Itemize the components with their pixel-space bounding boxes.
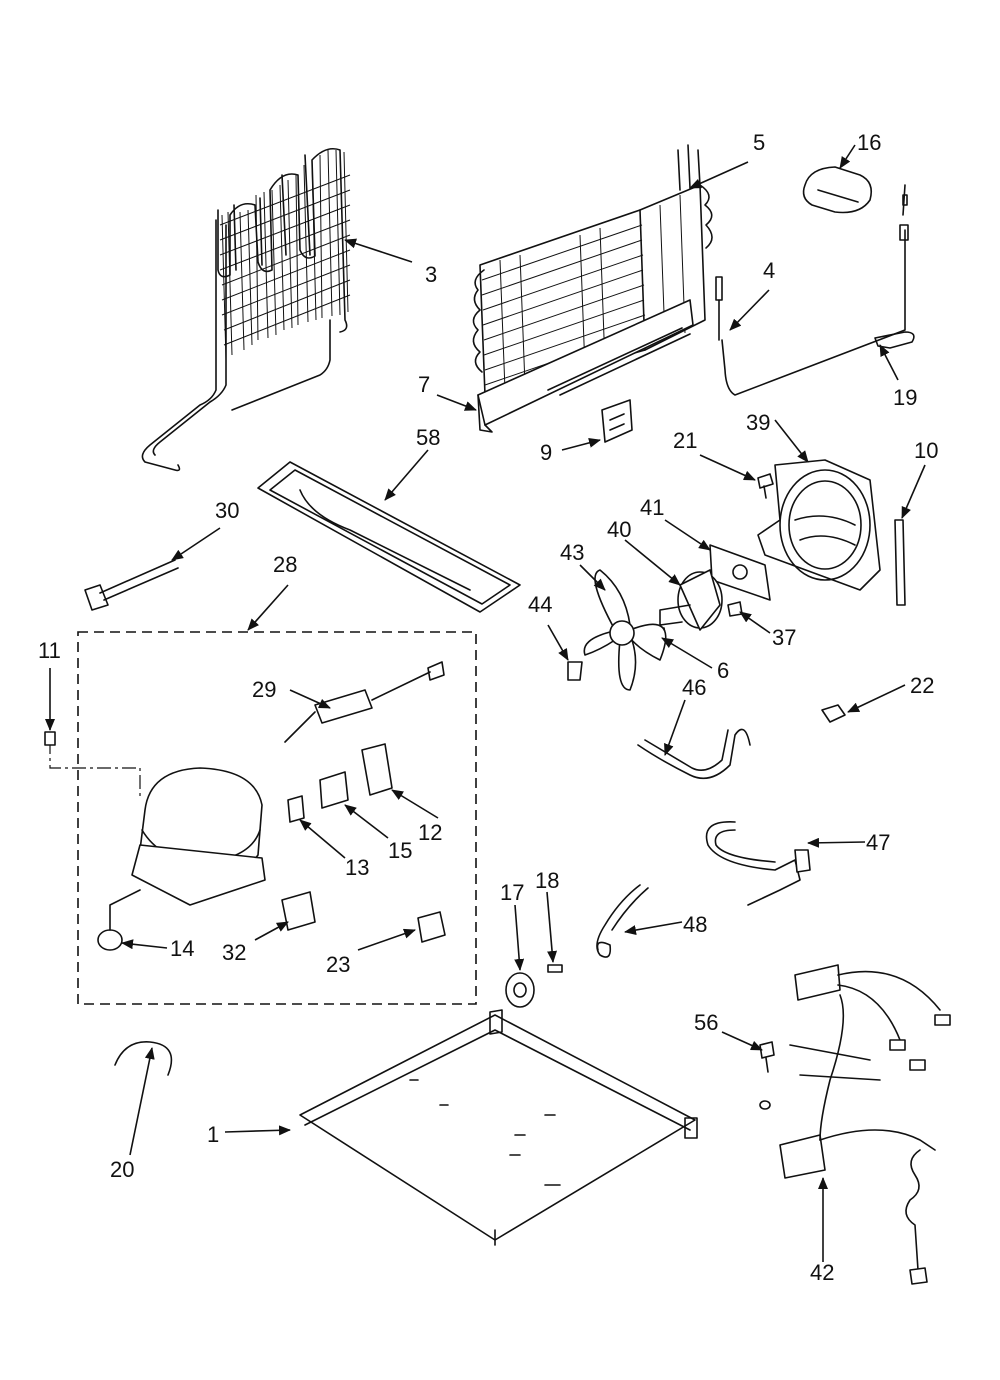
screw-56 xyxy=(759,1041,775,1110)
callout-19: 19 xyxy=(893,385,917,410)
evaporator xyxy=(472,144,713,396)
condenser-coil xyxy=(141,147,351,472)
tube-46 xyxy=(637,728,751,780)
wire-connector xyxy=(84,559,179,611)
grommet-17 xyxy=(505,972,535,1008)
fan-motor xyxy=(659,569,723,631)
filter-drier xyxy=(284,661,445,743)
tray-part xyxy=(257,461,521,613)
callout-14: 14 xyxy=(170,936,194,961)
callout-12: 12 xyxy=(418,820,442,845)
capacitor-32 xyxy=(281,891,316,931)
fan-blade xyxy=(583,569,667,691)
overload-15 xyxy=(319,771,349,809)
callout-28: 28 xyxy=(273,552,297,577)
callout-48: 48 xyxy=(683,912,707,937)
callout-40: 40 xyxy=(607,517,631,542)
tube-48 xyxy=(596,884,641,958)
screw-21 xyxy=(757,473,774,499)
callout-9: 9 xyxy=(540,440,552,465)
callout-20: 20 xyxy=(110,1157,134,1182)
pin-18 xyxy=(547,964,563,973)
callout-43: 43 xyxy=(560,540,584,565)
callout-39: 39 xyxy=(746,410,770,435)
callout-10: 10 xyxy=(914,438,938,463)
clip-part xyxy=(874,331,915,349)
callout-42: 42 xyxy=(810,1260,834,1285)
part-23 xyxy=(417,911,446,943)
callout-6: 6 xyxy=(717,658,729,683)
callout-22: 22 xyxy=(910,673,934,698)
callout-44: 44 xyxy=(528,592,552,617)
callout-labels: 3 5 16 4 19 7 9 58 21 39 10 30 41 40 28 … xyxy=(38,130,938,1285)
screw-11 xyxy=(44,731,56,746)
wire-harness xyxy=(779,964,951,1285)
compressor xyxy=(131,767,266,906)
callout-7: 7 xyxy=(418,372,430,397)
callout-5: 5 xyxy=(753,130,765,155)
leader-lines xyxy=(45,144,926,1262)
callout-30: 30 xyxy=(215,498,239,523)
drain-trough xyxy=(477,299,694,433)
callout-41: 41 xyxy=(640,495,664,520)
relay-12 xyxy=(361,743,393,796)
callout-15: 15 xyxy=(388,838,412,863)
callout-1: 1 xyxy=(207,1122,219,1147)
callout-32: 32 xyxy=(222,940,246,965)
mounting-plate xyxy=(709,544,771,601)
wire-clip-20 xyxy=(114,1041,173,1076)
callout-17: 17 xyxy=(500,880,524,905)
callout-37: 37 xyxy=(772,625,796,650)
fan-shroud xyxy=(757,459,881,591)
callout-47: 47 xyxy=(866,830,890,855)
blade-clip-44 xyxy=(567,661,583,681)
callout-56: 56 xyxy=(694,1010,718,1035)
base-pan xyxy=(299,1009,698,1246)
tube-47 xyxy=(705,821,801,906)
callout-18: 18 xyxy=(535,868,559,893)
relay-13 xyxy=(287,795,305,823)
grommet-14 xyxy=(97,889,141,951)
part-22 xyxy=(821,704,846,723)
callout-11: 11 xyxy=(38,638,61,663)
compressor-group-box xyxy=(77,631,477,1005)
callout-16: 16 xyxy=(857,130,881,155)
fastener-37 xyxy=(727,601,743,617)
bracket-part xyxy=(601,399,633,443)
callout-23: 23 xyxy=(326,952,350,977)
callout-3: 3 xyxy=(425,262,437,287)
strip-part xyxy=(894,519,906,606)
callout-46: 46 xyxy=(682,675,706,700)
callout-21: 21 xyxy=(673,428,697,453)
callout-58: 58 xyxy=(416,425,440,450)
cover-part xyxy=(802,166,873,214)
callout-4: 4 xyxy=(763,258,775,283)
defrost-thermostat xyxy=(715,184,909,396)
callout-29: 29 xyxy=(252,677,276,702)
callout-13: 13 xyxy=(345,855,369,880)
